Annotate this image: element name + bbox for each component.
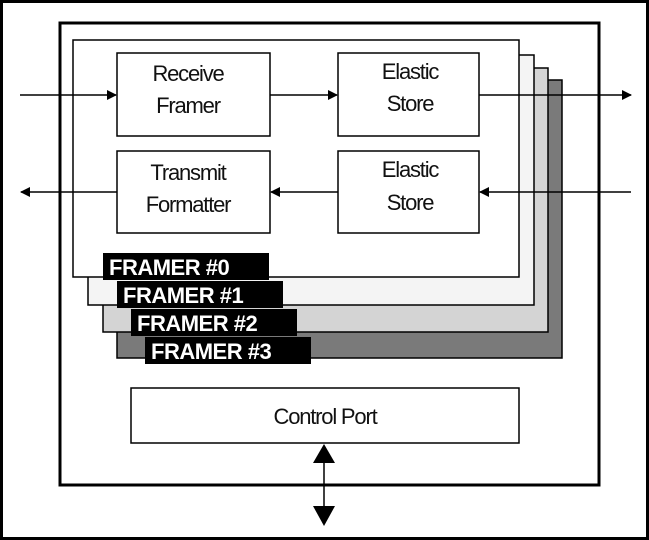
control-port-bidirectional-arrow bbox=[313, 444, 335, 526]
receive-framer-block: Receive Framer bbox=[116, 52, 271, 137]
elastic-store-bottom-block: Elastic Store bbox=[337, 150, 480, 234]
control-port-block: Control Port bbox=[130, 387, 520, 444]
elastic-store-bottom-line-1: Elastic bbox=[382, 157, 440, 182]
receive-framer-line-2: Framer bbox=[156, 93, 221, 118]
framer-label-3: FRAMER #3 bbox=[145, 337, 311, 364]
framer-label-3-text: FRAMER #3 bbox=[151, 339, 271, 364]
transmit-formatter-line-1: Transmit bbox=[150, 160, 226, 185]
elastic-store-top-line-1: Elastic bbox=[382, 59, 440, 84]
transmit-formatter-block: Transmit Formatter bbox=[116, 150, 271, 234]
elastic-store-top-line-2: Store bbox=[387, 91, 435, 116]
framer-label-2: FRAMER #2 bbox=[131, 309, 297, 336]
transmit-formatter-line-2: Formatter bbox=[146, 192, 231, 217]
control-port-label: Control Port bbox=[274, 404, 378, 429]
framer-label-1-text: FRAMER #1 bbox=[123, 283, 243, 308]
framer-label-1: FRAMER #1 bbox=[117, 281, 283, 308]
framer-label-0-text: FRAMER #0 bbox=[109, 255, 229, 280]
elastic-store-top-block: Elastic Store bbox=[337, 52, 480, 137]
framer-label-0: FRAMER #0 bbox=[103, 253, 269, 280]
framer-label-2-text: FRAMER #2 bbox=[137, 311, 257, 336]
receive-framer-line-1: Receive bbox=[152, 61, 224, 86]
elastic-store-bottom-line-2: Store bbox=[387, 190, 435, 215]
